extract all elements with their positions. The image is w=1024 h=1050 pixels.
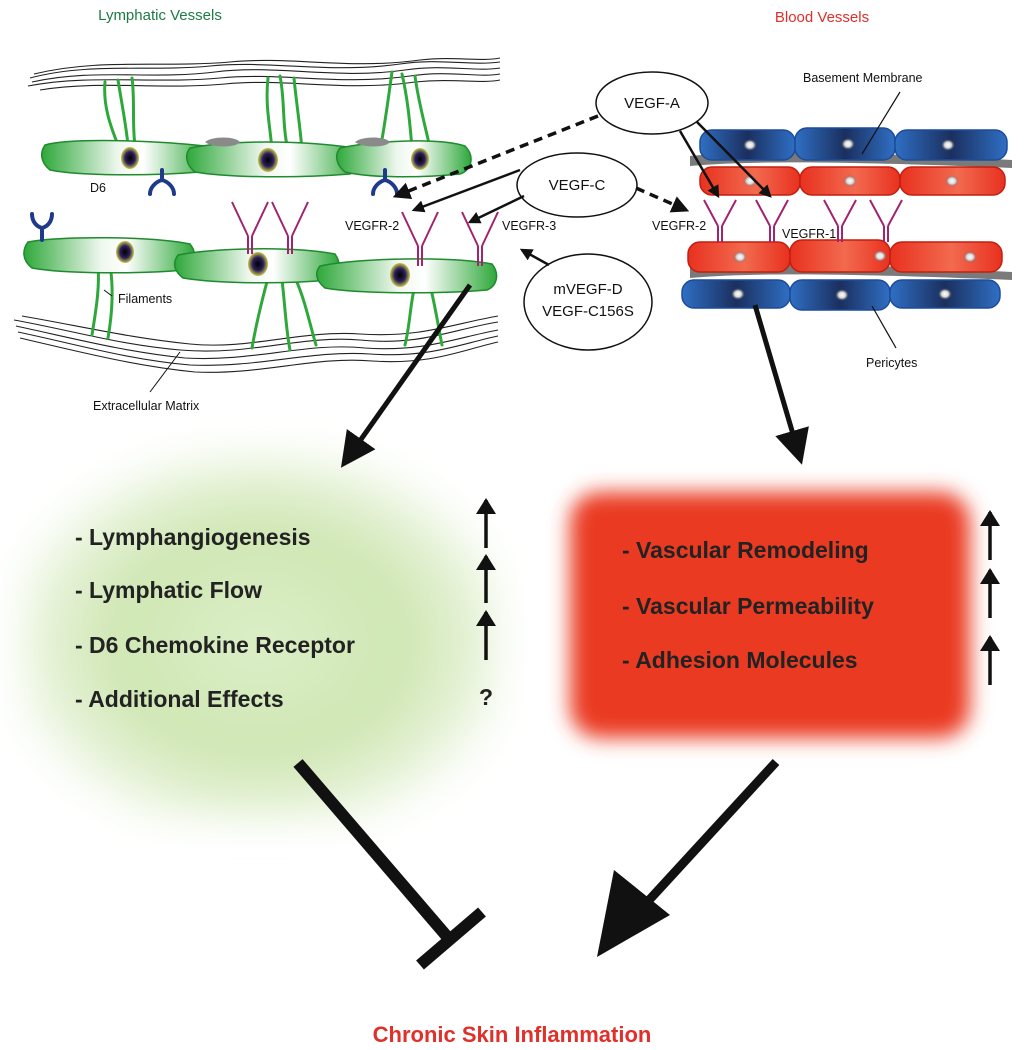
mvegf-d-label: mVEGF-D [553,281,622,298]
blood-title: Blood Vessels [775,9,869,26]
up-arrow-icon [476,554,496,603]
basement-membrane-label: Basement Membrane [803,71,923,85]
inhibition-line [293,759,455,944]
d6-receptors [30,168,399,242]
blood-effect-2: - Vascular Permeability [622,593,874,619]
endothelial-bottom [687,239,1003,273]
lymph-effect-1: - Lymphangiogenesis [75,524,311,550]
lymphatic-title: Lymphatic Vessels [98,7,222,24]
lymph-effects-box [20,450,500,820]
blood-up-arrows [980,510,1000,685]
activation-arrowhead [597,870,670,957]
outcome-connectors [293,758,780,970]
blood-vegfr-receptors [703,199,903,242]
lymphatic-vegfr-receptors [231,201,499,266]
lymph-up-arrows [476,498,496,660]
blood-effect-3: - Adhesion Molecules [622,647,858,673]
blood-effect-1: - Vascular Remodeling [622,537,869,563]
pericytes-label: Pericytes [866,356,917,370]
ligand-vegf-a: VEGF-A [595,71,709,135]
lymph-effect-4: - Additional Effects [75,686,284,712]
vegfr3-label: VEGFR-3 [502,219,556,233]
endothelial-top [699,166,1006,196]
up-arrow-icon [476,498,496,548]
ecm-bottom-fibers [13,315,499,373]
lymphatic-vessel-illustration: D6 VEGFR-2 VEGFR-3 Filaments Extracellul… [13,57,556,413]
pericytes-top [699,127,1008,161]
d6-label: D6 [90,181,106,195]
vegf-c156s-label: VEGF-C156S [542,303,634,320]
up-arrow-icon [476,610,496,660]
ecm-label: Extracellular Matrix [93,399,200,413]
lymph-effect-list: - Lymphangiogenesis - Lymphatic Flow - D… [75,524,355,712]
pathway-arrows [340,283,809,468]
ligand-arrows [392,114,772,267]
up-arrow-icon [980,510,1000,560]
outcome-label: Chronic Skin Inflammation [373,1022,652,1047]
ligand-mvegf-d: mVEGF-D VEGF-C156S [523,253,653,351]
lymph-effect-3: - D6 Chemokine Receptor [75,632,355,658]
vegf-c-label: VEGF-C [549,177,606,194]
vegfr2-blood-label: VEGFR-2 [652,219,706,233]
activation-line [636,758,780,914]
vegf-a-label: VEGF-A [624,95,680,112]
up-arrow-icon [980,568,1000,618]
blood-effects-box [570,492,970,738]
inhibition-bar [416,907,486,970]
lymph-unknown-indicator: ? [479,684,493,710]
pericytes-bottom [681,279,1001,311]
blood-vessel-illustration: VEGFR-2 VEGFR-1 Basement Membrane Pericy… [652,71,1012,370]
vegfr1-label: VEGFR-1 [782,227,836,241]
ligand-vegf-c: VEGF-C [516,152,638,218]
lymph-effect-2: - Lymphatic Flow [75,577,262,603]
lymphatic-cells-bottom [23,236,498,294]
blood-effect-list: - Vascular Remodeling - Vascular Permeab… [622,537,874,673]
up-arrow-icon [980,635,1000,685]
lymphatic-cells-top [40,137,472,178]
vegfr2-lymph-label: VEGFR-2 [345,219,399,233]
ecm-top-fibers [27,57,501,91]
filaments-label: Filaments [118,292,172,306]
